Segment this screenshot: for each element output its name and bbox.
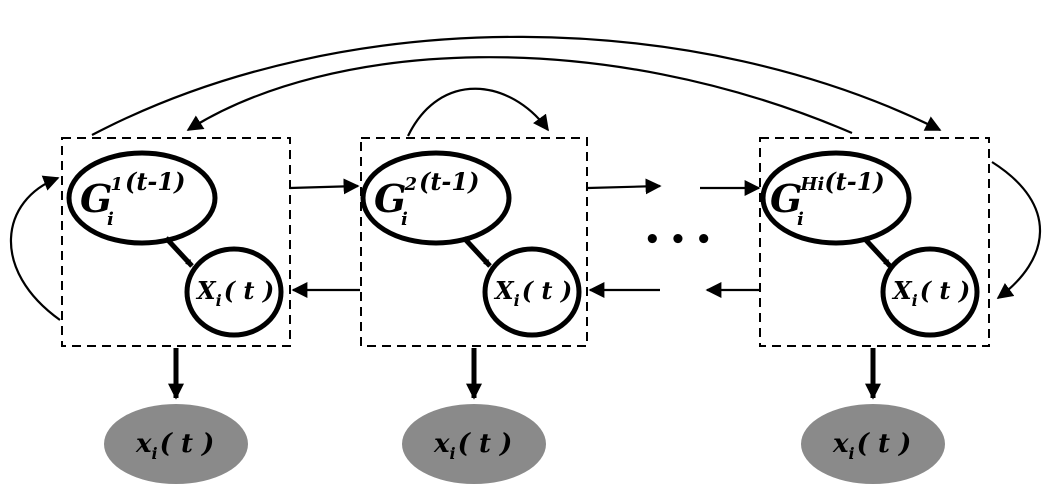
forward-arrow-1 — [289, 178, 360, 195]
observation-node-2 — [402, 404, 546, 484]
observation-label-1: xi( t ) — [135, 429, 214, 463]
state-box-2 — [360, 137, 588, 347]
arrow-gh-to-xh — [862, 236, 892, 268]
state-subscript-g2: i — [401, 209, 408, 230]
ellipsis: • • • — [644, 225, 712, 255]
arrow-g1-to-x1 — [164, 236, 194, 268]
state-node-g2 — [360, 150, 512, 246]
state-node-gh — [760, 150, 912, 246]
hidden-node-x2 — [482, 246, 582, 338]
hidden-label-x1: Xi( t ) — [195, 276, 274, 310]
observation-label-h: xi( t ) — [832, 429, 911, 463]
hidden-label-x2: Xi( t ) — [493, 276, 572, 310]
state-node-g1 — [66, 150, 218, 246]
state-label-g2: G2(t-1) — [374, 167, 479, 221]
state-box-h — [759, 137, 990, 347]
arrow-g2-to-x2 — [462, 236, 492, 268]
forward-arrow-2 — [587, 178, 662, 195]
arc-arrow-boxh-to-box1 — [186, 56, 853, 135]
self-loop-boxh — [991, 161, 1041, 299]
state-label-g1: G1(t-1) — [80, 167, 185, 221]
state-subscript-g1: i — [107, 209, 114, 230]
observation-label-2: xi( t ) — [433, 429, 512, 463]
hidden-label-xh: Xi( t ) — [891, 276, 970, 310]
observation-node-1 — [104, 404, 248, 484]
state-subscript-gh: i — [797, 209, 804, 230]
observation-node-h — [801, 404, 945, 484]
hidden-node-xh — [880, 246, 980, 338]
hidden-node-x1 — [184, 246, 284, 338]
self-loop-box1 — [9, 175, 61, 321]
arc-arrow-box1-to-boxh — [91, 35, 942, 136]
self-loop-box2 — [407, 87, 549, 137]
state-label-gh: GHi(t-1) — [770, 167, 885, 221]
state-box-1 — [61, 137, 291, 347]
